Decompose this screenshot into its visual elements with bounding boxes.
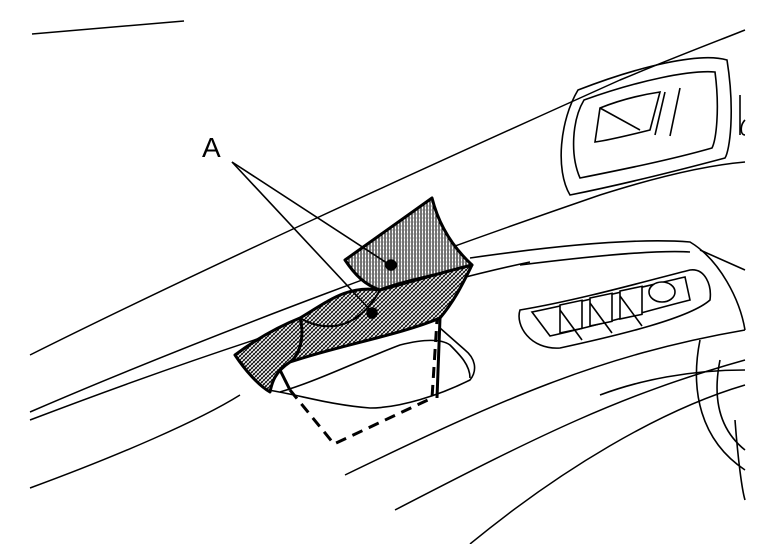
door-handle-recess bbox=[560, 57, 746, 196]
removed-position-outline bbox=[288, 319, 439, 446]
pull-pocket bbox=[267, 327, 476, 409]
window-switch-1 bbox=[559, 299, 583, 334]
callout-dot-upper bbox=[385, 259, 397, 271]
stray-line bbox=[31, 20, 185, 35]
armrest-panel bbox=[469, 240, 746, 501]
callout-leaders bbox=[231, 161, 397, 319]
callout-label-a: A bbox=[202, 132, 221, 163]
window-switch-3 bbox=[619, 285, 643, 320]
callout-dot-lower bbox=[366, 307, 378, 319]
window-switch-panel bbox=[518, 269, 712, 349]
window-switch-2 bbox=[589, 292, 613, 327]
mirror-switch-knob bbox=[648, 281, 676, 303]
finisher-part bbox=[233, 196, 474, 399]
